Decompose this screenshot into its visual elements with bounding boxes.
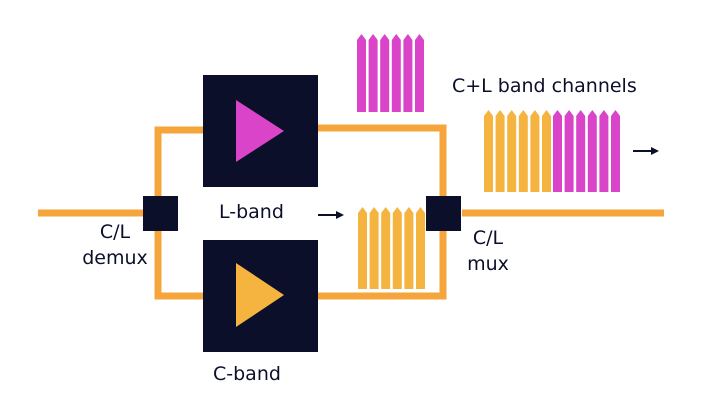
c-band-label: C-band xyxy=(213,363,281,385)
channel-bar xyxy=(530,110,540,192)
channel-bar xyxy=(357,34,366,112)
l-band-label: L-band xyxy=(219,201,284,223)
lower-branch-fiber xyxy=(154,230,205,300)
channel-bar xyxy=(542,110,551,192)
direction-arrow-middle-icon xyxy=(318,211,344,219)
channel-bar xyxy=(416,207,425,289)
channel-bar xyxy=(358,207,367,289)
channel-bar xyxy=(587,110,597,192)
l-band-amplifier-triangle-icon xyxy=(236,100,284,162)
direction-arrow-output-icon xyxy=(633,147,659,155)
channel-bar xyxy=(611,110,620,192)
channel-bar xyxy=(507,110,517,192)
combined-channels-label: C+L band channels xyxy=(452,75,637,97)
channel-bar xyxy=(576,110,586,192)
channel-bar xyxy=(403,34,413,112)
c-band-output-fiber xyxy=(318,230,447,300)
demux-block xyxy=(143,196,178,231)
channel-bar xyxy=(404,207,414,289)
channel-bar xyxy=(415,34,424,112)
l-band-channels xyxy=(357,34,424,112)
channel-bar xyxy=(368,34,378,112)
channel-bar xyxy=(380,34,390,112)
mux-label-line2: mux xyxy=(467,253,509,275)
mux-label-line1: C/L xyxy=(472,227,504,249)
channel-bar xyxy=(495,110,505,192)
mux-block xyxy=(426,196,461,231)
channel-bar xyxy=(381,207,391,289)
c-band-amplifier-triangle-icon xyxy=(236,263,284,327)
combined-l-band-channels xyxy=(553,110,620,192)
fiber-paths xyxy=(38,124,664,300)
c-band-channels xyxy=(358,207,425,289)
channel-bar xyxy=(391,34,401,112)
channel-bar xyxy=(369,207,379,289)
demux-label-line2: demux xyxy=(82,247,148,269)
channel-bar xyxy=(518,110,528,192)
demux-label-line1: C/L xyxy=(99,221,131,243)
channel-bar xyxy=(484,110,493,192)
channel-bar xyxy=(564,110,574,192)
channel-bar xyxy=(599,110,609,192)
channel-bar xyxy=(392,207,402,289)
combined-c-band-channels xyxy=(484,110,551,192)
l-band-output-fiber xyxy=(318,124,447,196)
channel-bar xyxy=(553,110,562,192)
upper-branch-fiber xyxy=(154,126,205,196)
